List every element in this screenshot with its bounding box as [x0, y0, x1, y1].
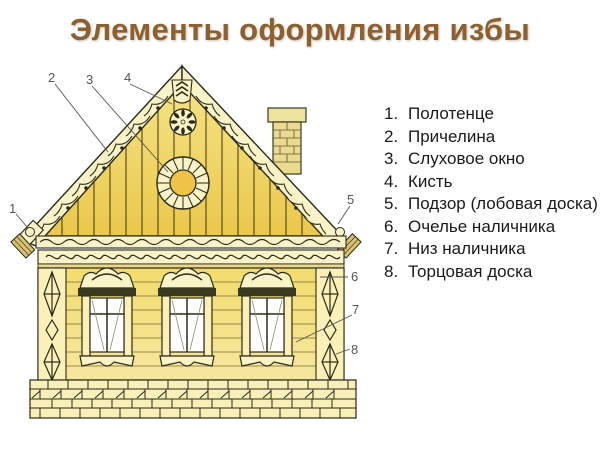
dormer-window: [156, 156, 210, 210]
legend-item: 7.Низ наличника: [384, 238, 598, 261]
legend-item: 1.Полотенце: [384, 103, 598, 126]
legend-label: Полотенце: [408, 104, 494, 123]
legend-label: Слуховое окно: [408, 149, 525, 168]
legend-item: 6.Очелье наличника: [384, 216, 598, 239]
callout-5: 5: [347, 192, 354, 207]
legend-item: 4.Кисть: [384, 171, 598, 194]
legend-label: Кисть: [408, 171, 453, 191]
callout-6: 6: [351, 269, 358, 284]
legend-item: 5.Подзор (лобовая доска): [384, 193, 598, 216]
legend-label: Торцовая доска: [408, 261, 533, 281]
window-1: [78, 267, 136, 367]
callout-1: 1: [9, 201, 16, 216]
callout-8: 8: [351, 342, 358, 357]
legend-label: Очелье наличника: [408, 216, 556, 236]
window-2: [158, 267, 216, 367]
callout-3: 3: [86, 72, 93, 87]
house-illustration: 1 2 3 4 5 6 7 8: [9, 64, 362, 419]
legend-list: 1.Полотенце 2.Причелина 3.Слуховое окно …: [384, 103, 598, 283]
callout-lines: [15, 83, 353, 355]
legend-label: Причелина: [408, 126, 496, 146]
callout-4: 4: [124, 70, 131, 85]
legend-item: 2.Причелина: [384, 126, 598, 149]
window-3: [238, 267, 296, 367]
legend-item: 8.Торцовая доска: [384, 261, 598, 284]
legend-item: 3.Слуховое окно: [384, 148, 598, 171]
valance-board: [35, 235, 347, 269]
callout-7: 7: [352, 302, 359, 317]
page-title: Элементы оформления избы: [69, 12, 531, 47]
chimney: [267, 107, 307, 175]
legend-label: Подзор (лобовая доска): [408, 194, 598, 213]
towel-ornament: [169, 79, 197, 136]
callout-2: 2: [48, 70, 55, 85]
rafter-ends: [10, 219, 362, 259]
legend-label: Низ наличника: [408, 239, 526, 258]
foundation: [29, 379, 357, 419]
